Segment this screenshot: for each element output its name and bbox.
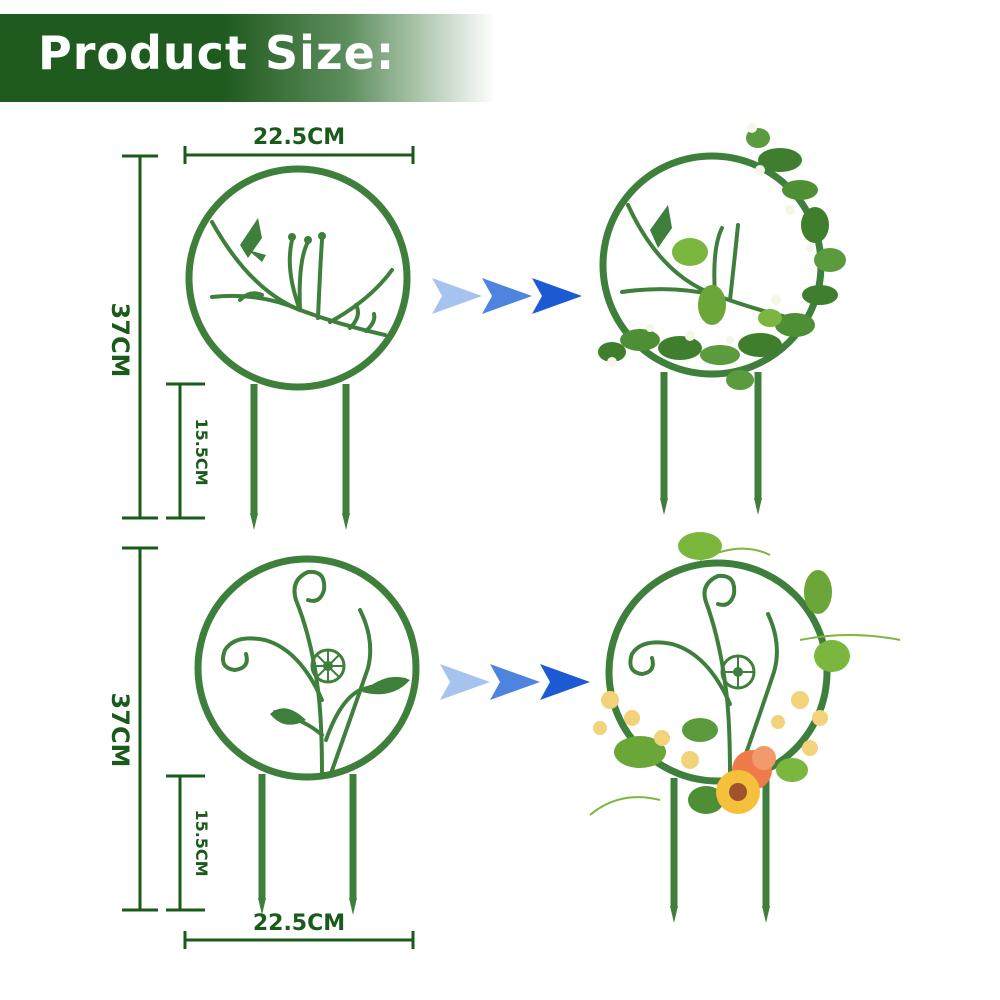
bottom-width-dimension: 22.5CM bbox=[183, 911, 415, 949]
leaf-icon bbox=[362, 676, 410, 695]
top-stake-dimension: 15.5CM bbox=[166, 382, 211, 520]
top-width-label: 22.5CM bbox=[253, 125, 345, 150]
bottom-height-label: 37CM bbox=[106, 693, 134, 768]
top-height-dimension: 37CM bbox=[106, 154, 158, 520]
top-height-label: 37CM bbox=[106, 303, 134, 378]
top-trellis-decorated bbox=[598, 123, 846, 515]
leaf-icon bbox=[270, 708, 306, 725]
butterfly-icon bbox=[650, 205, 672, 248]
floral-decoration bbox=[589, 532, 901, 816]
top-trellis-plain bbox=[185, 165, 411, 530]
bottom-stake-label: 15.5CM bbox=[192, 809, 211, 876]
butterfly-icon bbox=[240, 218, 266, 262]
arrow-icon bbox=[440, 664, 490, 700]
header-banner bbox=[0, 14, 495, 102]
arrow-icon bbox=[432, 278, 482, 314]
arrow-icon bbox=[490, 664, 540, 700]
flower-icon bbox=[310, 648, 346, 684]
bottom-arrows bbox=[440, 664, 590, 700]
page-title: Product Size: bbox=[38, 26, 396, 80]
bottom-trellis-decorated bbox=[589, 532, 901, 923]
arrow-icon bbox=[532, 278, 582, 314]
bottom-trellis-plain bbox=[194, 555, 420, 915]
bottom-height-dimension: 37CM bbox=[106, 546, 158, 912]
top-stake-label: 15.5CM bbox=[192, 418, 211, 485]
top-arrows bbox=[432, 278, 582, 314]
arrow-icon bbox=[540, 664, 590, 700]
top-width-dimension: 22.5CM bbox=[183, 125, 415, 164]
vine-foliage bbox=[598, 123, 846, 390]
sunflower-icon bbox=[716, 770, 760, 814]
arrow-icon bbox=[482, 278, 532, 314]
flower-icon bbox=[720, 654, 756, 690]
bottom-width-label: 22.5CM bbox=[253, 911, 345, 936]
bottom-stake-dimension: 15.5CM bbox=[166, 774, 211, 912]
